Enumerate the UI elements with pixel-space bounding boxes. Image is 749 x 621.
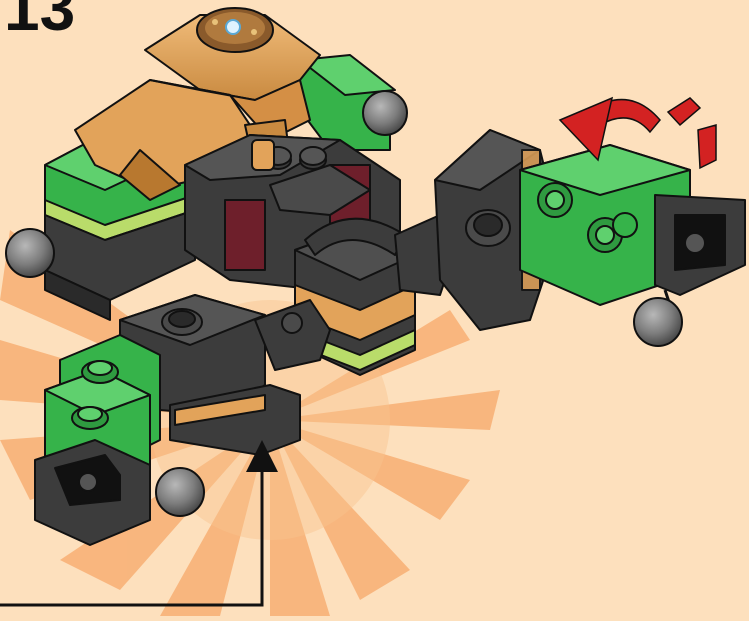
ball-joint-front: [156, 468, 204, 516]
step-number: 13: [4, 0, 75, 40]
medallion-emblem: [197, 8, 273, 52]
gold-clip: [252, 140, 274, 170]
ball-joint-left: [6, 229, 54, 277]
right-green-thruster: [520, 145, 745, 305]
ball-joint-top: [363, 91, 407, 135]
ball-joint-right: [634, 298, 682, 346]
